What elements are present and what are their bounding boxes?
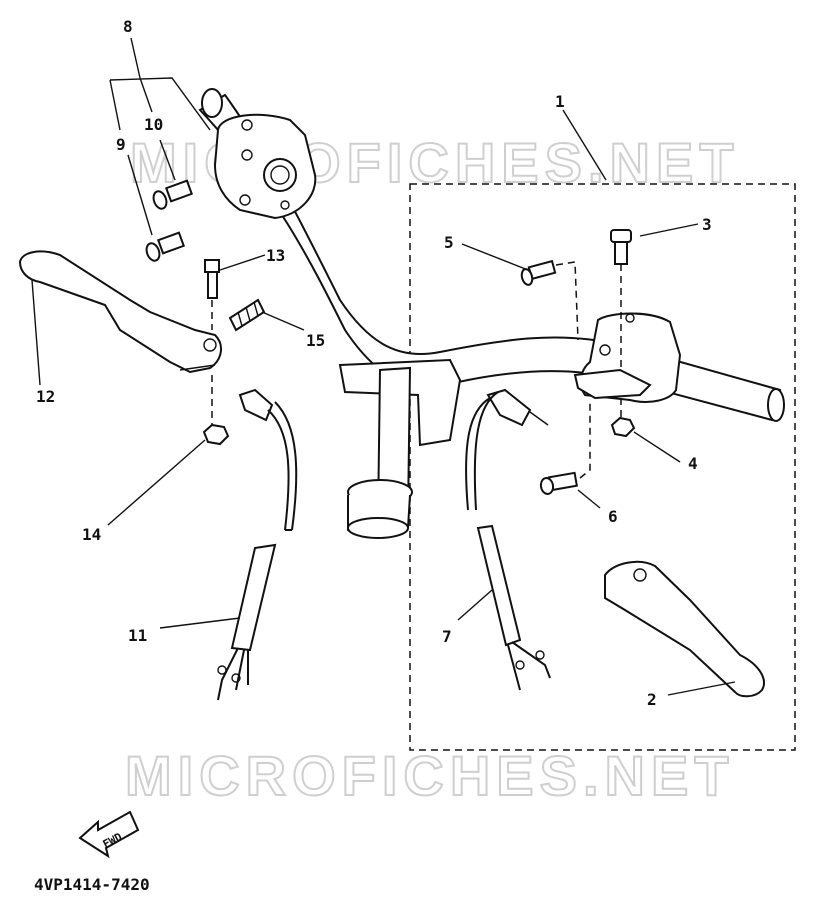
fwd-label: FWD — [101, 830, 125, 851]
callout-5: 5 — [444, 233, 454, 252]
diagram-code: 4VP1414-7420 — [34, 875, 150, 894]
handlebar-clamp — [338, 358, 462, 539]
callout-3: 3 — [702, 215, 712, 234]
right-lever — [604, 560, 765, 698]
callout-8: 8 — [123, 17, 133, 36]
callout-10: 10 — [144, 115, 163, 134]
callout-6: 6 — [608, 507, 618, 526]
callout-14: 14 — [82, 525, 101, 544]
watermark-bottom: MICROFICHES.NET — [125, 744, 735, 807]
spring-15 — [228, 298, 266, 332]
assembly-box — [409, 183, 796, 751]
left-lever — [18, 250, 222, 374]
callout-4: 4 — [688, 454, 698, 473]
callout-7: 7 — [442, 627, 452, 646]
right-switch-cable — [465, 388, 551, 691]
screw-5 — [520, 259, 557, 286]
screw-6 — [539, 471, 579, 495]
screw-10 — [152, 179, 194, 210]
left-switch-cable — [217, 388, 298, 701]
fwd-arrow-icon: FWD — [78, 810, 140, 859]
callout-12: 12 — [36, 387, 55, 406]
callout-2: 2 — [647, 690, 657, 709]
callout-1: 1 — [555, 92, 565, 111]
callout-15: 15 — [306, 331, 325, 350]
right-lever-holder — [573, 312, 682, 403]
nut-14 — [202, 423, 230, 446]
bolt-13 — [204, 259, 220, 299]
nut-4 — [610, 416, 636, 438]
left-lever-holder — [213, 113, 317, 220]
leader-lines — [31, 37, 736, 696]
callout-9: 9 — [116, 135, 126, 154]
callout-11: 11 — [128, 626, 147, 645]
handlebar — [198, 88, 785, 422]
screw-9 — [145, 231, 186, 262]
callout-13: 13 — [266, 246, 285, 265]
screw-3 — [610, 229, 632, 265]
